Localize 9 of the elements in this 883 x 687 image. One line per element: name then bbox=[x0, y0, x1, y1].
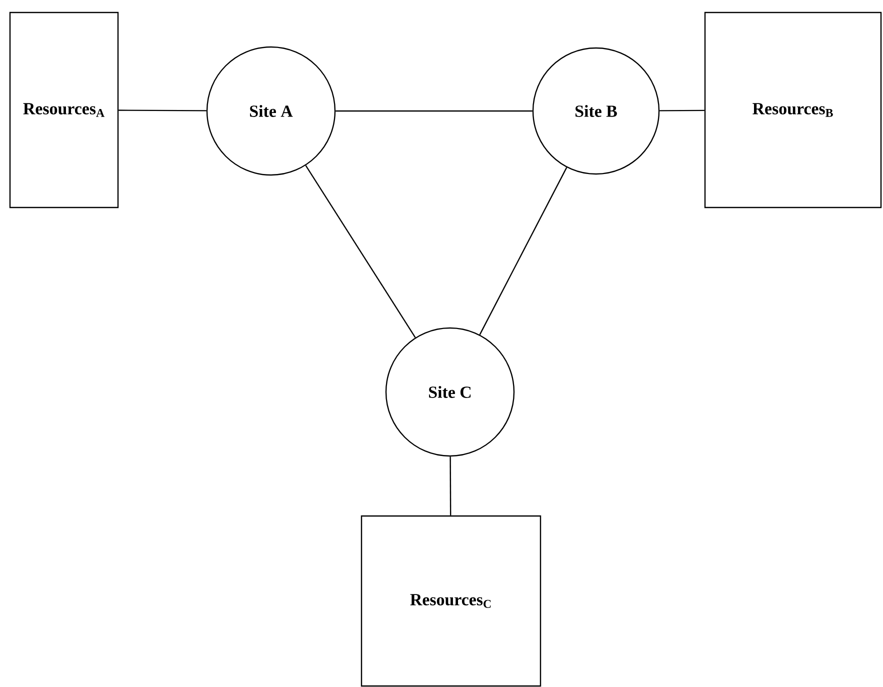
resource-box: Resources$_{B}$ bbox=[704, 12, 882, 208]
connector-line bbox=[660, 110, 704, 112]
connector-line bbox=[479, 167, 568, 335]
connector-line bbox=[118, 110, 206, 112]
resource-box: Resources$_{A}$ bbox=[9, 12, 119, 208]
connector-line bbox=[450, 456, 452, 516]
connector-line bbox=[336, 110, 532, 112]
resource-box: Resources$_{C}$ bbox=[360, 515, 542, 687]
connector-line bbox=[305, 165, 416, 338]
